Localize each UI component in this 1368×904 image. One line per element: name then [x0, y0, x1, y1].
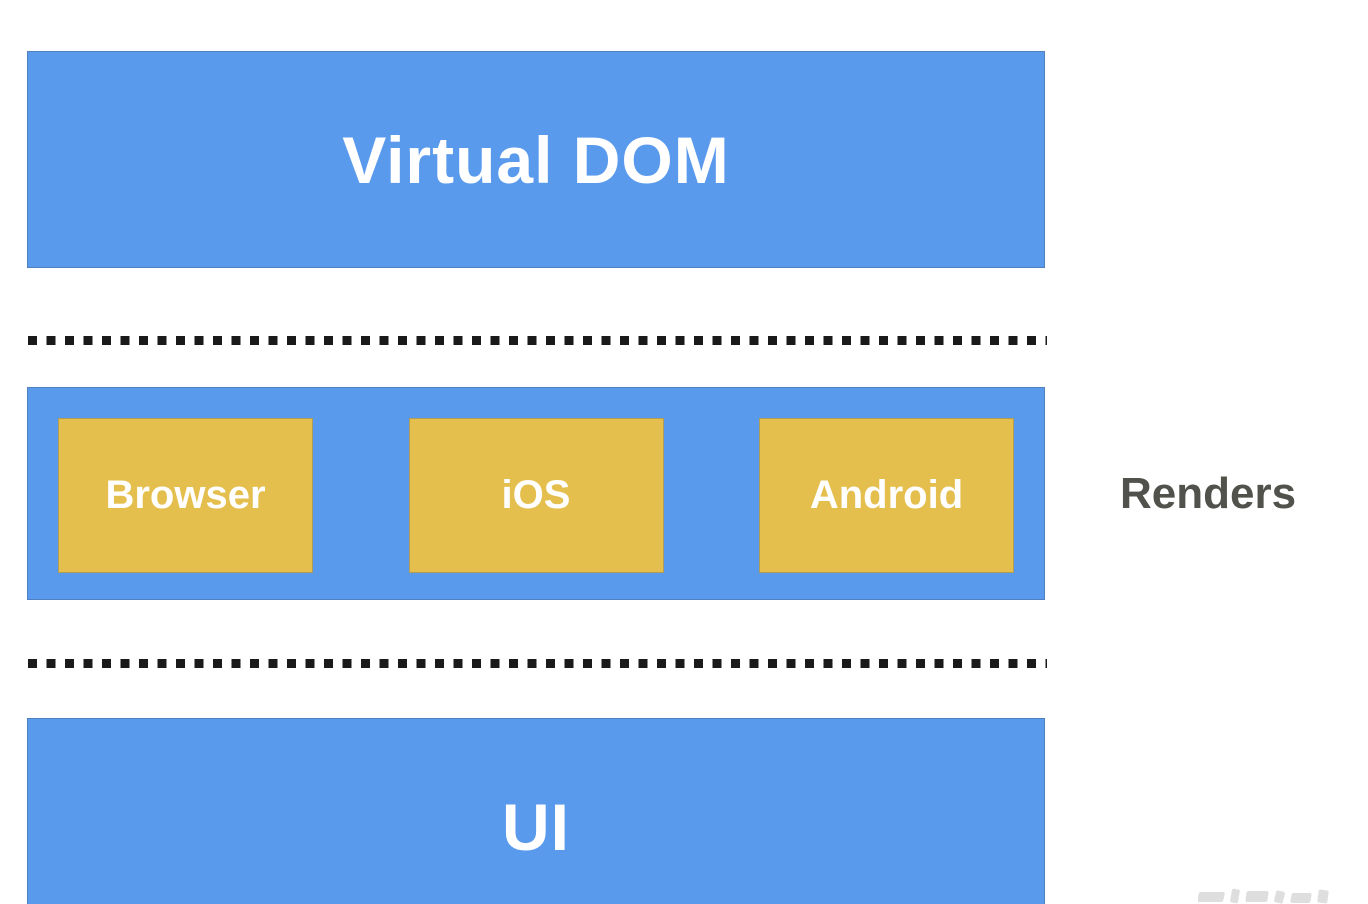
ui-label: UI — [502, 789, 570, 864]
dashed-separator-bottom — [28, 659, 1047, 668]
android-box: Android — [759, 418, 1014, 573]
ios-box: iOS — [408, 418, 664, 573]
browser-label: Browser — [105, 473, 266, 517]
renderers-container-box: Browser iOS Android — [27, 387, 1045, 600]
ios-label: iOS — [501, 473, 571, 517]
virtual-dom-box: Virtual DOM — [27, 51, 1045, 268]
ui-box: UI — [27, 718, 1045, 904]
dashed-separator-top — [28, 336, 1047, 345]
virtual-dom-label: Virtual DOM — [342, 122, 730, 197]
android-label: Android — [809, 473, 964, 517]
browser-box: Browser — [58, 418, 313, 573]
renders-annotation: Renders — [1120, 469, 1297, 518]
watermark-partial-text — [1198, 886, 1368, 904]
